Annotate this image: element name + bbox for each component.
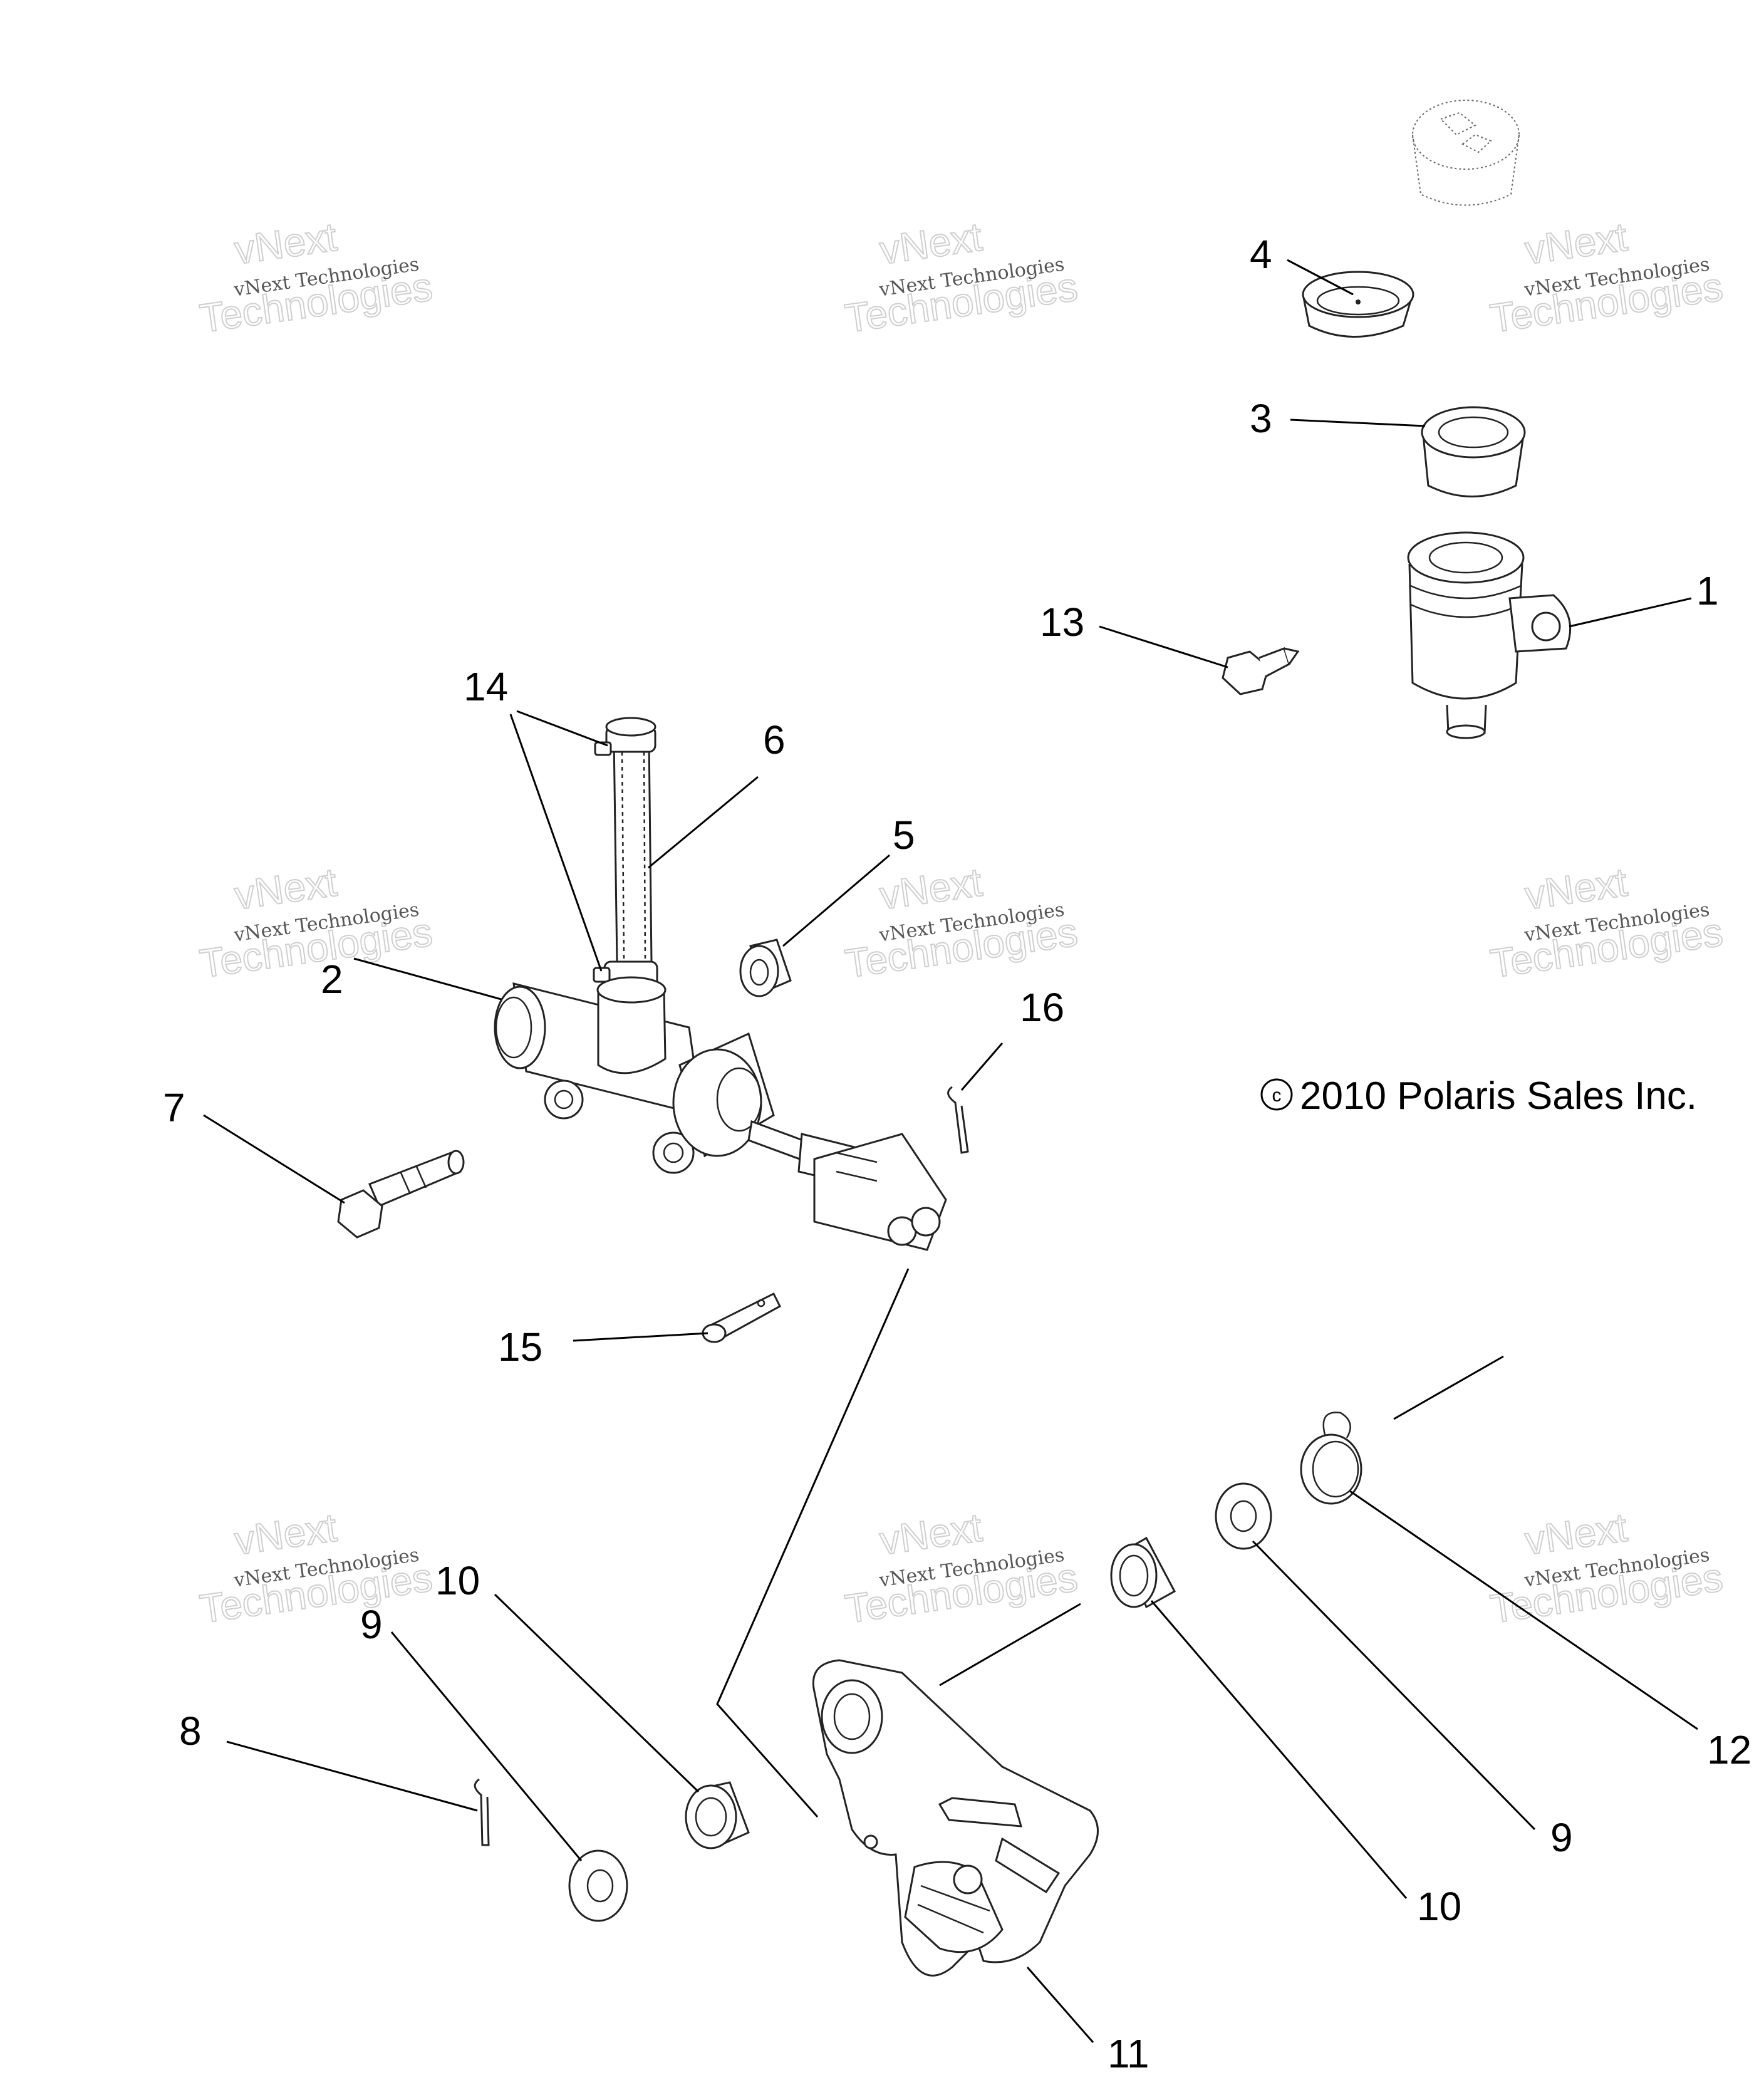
watermark: vNext Technologies vNext Technologies — [842, 214, 1081, 342]
watermark: vNext Technologies vNext Technologies — [197, 859, 436, 987]
leader-2 — [353, 957, 502, 1001]
leader-13 — [1099, 625, 1228, 668]
leader-5 — [782, 854, 890, 947]
copyright-circle — [1260, 1078, 1293, 1111]
part-11-brake-pedal — [812, 1659, 1099, 1977]
part-15-clevis-pin — [702, 1292, 781, 1343]
watermark: vNext Technologies vNext Technologies — [1487, 214, 1726, 342]
callout-12: 12 — [1707, 1727, 1751, 1772]
leader-9-right — [1252, 1540, 1536, 1831]
leader-16 — [960, 1042, 1004, 1091]
leader-pedal-bushing — [939, 1603, 1081, 1687]
callout-13: 13 — [1040, 600, 1084, 645]
watermark: vNext Technologies vNext Technologies — [842, 1504, 1081, 1633]
callout-15: 15 — [498, 1324, 542, 1370]
part-10-bushing-left — [685, 1781, 750, 1849]
watermark-vnext: vNext — [877, 860, 985, 918]
part-16-cotter-pin — [947, 1086, 969, 1154]
watermark-vnext: vNext — [877, 1505, 985, 1564]
leader-12 — [1349, 1490, 1698, 1730]
leader-8 — [226, 1740, 478, 1812]
leader-10-left — [494, 1593, 700, 1793]
part-1-reservoir — [1407, 531, 1572, 739]
leader-4 — [1287, 259, 1354, 296]
callout-1: 1 — [1696, 568, 1719, 613]
part-9-washer-left — [568, 1849, 628, 1922]
callout-7: 7 — [163, 1085, 185, 1130]
watermark: vNext Technologies vNext Technologies — [1487, 1504, 1726, 1633]
callout-3: 3 — [1250, 396, 1272, 441]
callout-11: 11 — [1108, 2031, 1149, 2076]
leader-11 — [1026, 1967, 1094, 2043]
callout-labels: 1 2 3 4 5 6 7 8 9 9 10 10 11 12 13 14 15… — [163, 232, 1751, 2076]
part-5-grommet — [739, 939, 792, 997]
leader-1 — [1569, 597, 1692, 628]
watermark-vnext: vNext — [1522, 1505, 1630, 1564]
leader-lines — [203, 259, 1698, 2043]
watermark: vNext Technologies vNext Technologies — [197, 1504, 436, 1633]
watermark: vNext Technologies vNext Technologies — [842, 859, 1081, 987]
part-6-hose — [613, 739, 653, 963]
copyright-text: 2010 Polaris Sales Inc. — [1300, 1074, 1697, 1118]
leader-10-right — [1150, 1600, 1408, 1899]
leader-6 — [648, 776, 759, 869]
part-13-screw — [1222, 647, 1300, 695]
callout-8: 8 — [179, 1708, 202, 1754]
callout-4: 4 — [1250, 232, 1272, 277]
callout-9-right: 9 — [1550, 1815, 1573, 1860]
leader-3 — [1290, 419, 1426, 427]
callout-10-left: 10 — [435, 1558, 480, 1603]
callout-6: 6 — [763, 717, 786, 762]
watermark-vnext: vNext — [1522, 214, 1630, 273]
watermark: vNext Technologies vNext Technologies — [1487, 859, 1726, 987]
copyright-c: c — [1272, 1085, 1282, 1106]
part-3-plate — [1421, 406, 1526, 497]
leader-15 — [573, 1332, 708, 1342]
part-7-bolt — [337, 1150, 465, 1239]
part-9-washer-right — [1215, 1482, 1272, 1550]
leader-14a — [516, 710, 608, 747]
part-8-cotter-pin — [474, 1778, 490, 1846]
part-14-clamp-top — [594, 717, 656, 756]
watermark-vnext: vNext — [232, 214, 340, 273]
leader-pedal-link — [716, 1268, 910, 1817]
reservoir-cap — [1412, 100, 1520, 206]
push-rod-clevis — [747, 1120, 947, 1251]
watermark-vnext: vNext — [877, 214, 985, 273]
part-2-master-cylinder — [494, 976, 775, 1174]
leader-7 — [203, 1114, 345, 1204]
callout-14: 14 — [464, 664, 508, 709]
callout-9-left: 9 — [360, 1602, 383, 1647]
part-4-diaphragm — [1302, 271, 1414, 338]
callout-16: 16 — [1020, 985, 1064, 1030]
leader-14b — [509, 714, 603, 972]
callout-2: 2 — [321, 957, 343, 1002]
copyright: c 2010 Polaris Sales Inc. — [1260, 1074, 1697, 1118]
callout-10-right: 10 — [1417, 1884, 1461, 1929]
watermark-vnext: vNext — [232, 860, 340, 918]
leader-upper-right — [1393, 1355, 1504, 1420]
watermark: vNext Technologies vNext Technologies — [197, 214, 436, 342]
watermark-vnext: vNext — [232, 1505, 340, 1564]
callout-5: 5 — [893, 813, 915, 858]
watermark-vnext: vNext — [1522, 860, 1630, 918]
part-12-spring — [1300, 1412, 1362, 1505]
part-10-bushing-right — [1110, 1536, 1176, 1609]
leader-9-left — [390, 1631, 583, 1861]
